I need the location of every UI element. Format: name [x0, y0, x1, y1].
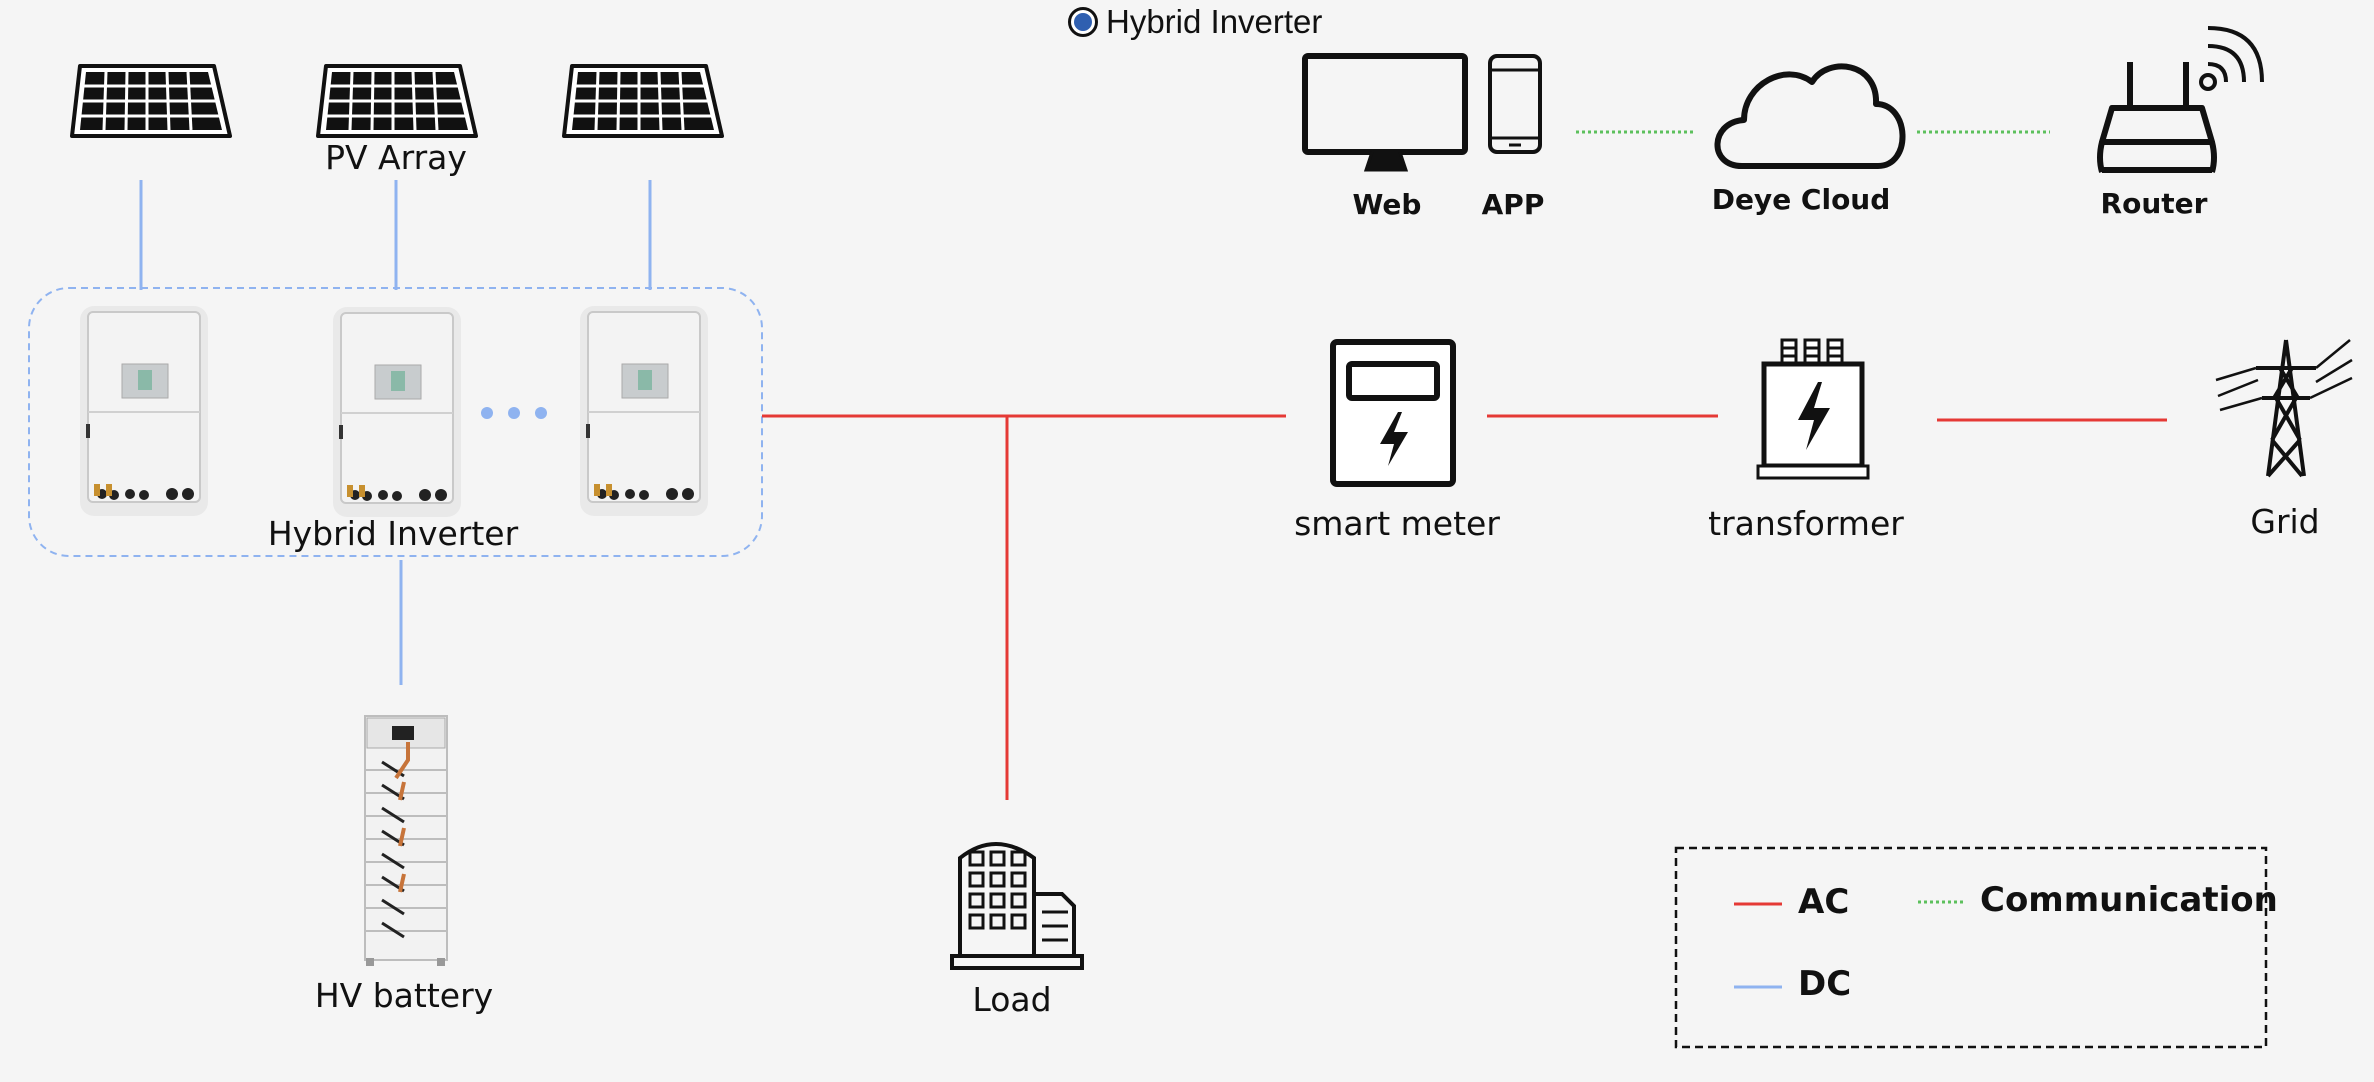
cloud-icon	[1714, 63, 1906, 169]
load-label: Load	[972, 980, 1052, 1019]
ellipsis-icon	[481, 407, 547, 419]
web-label: Web	[1352, 188, 1422, 221]
deye-cloud-label: Deye Cloud	[1711, 183, 1891, 216]
legend-communication-label: Communication	[1980, 880, 2278, 920]
hybrid-inverter-label: Hybrid Inverter	[267, 514, 519, 553]
phone-icon	[1488, 54, 1542, 154]
building-icon	[950, 842, 1084, 970]
hv-battery-label: HV battery	[314, 976, 494, 1015]
smart-meter-label: smart meter	[1294, 504, 1500, 543]
legend-dc-label: DC	[1798, 964, 1852, 1004]
router-label: Router	[2100, 187, 2208, 220]
battery-rack-icon	[364, 715, 448, 966]
app-label: APP	[1481, 188, 1545, 221]
grid-label: Grid	[2250, 502, 2320, 541]
hybrid-inverter-radio[interactable]: Hybrid Inverter	[1068, 2, 1322, 42]
dc-lines	[139, 180, 652, 685]
ac-lines	[762, 414, 2167, 800]
transmission-tower-icon	[2215, 339, 2353, 478]
monitor-icon	[1302, 53, 1468, 172]
legend	[1674, 846, 2268, 1049]
inverter-icon	[579, 305, 709, 517]
legend-ac-label: AC	[1798, 882, 1850, 922]
inverter-group-border	[28, 287, 763, 557]
solar-panel-icon	[562, 64, 724, 138]
inverter-icon	[79, 305, 209, 517]
transformer-icon	[1756, 338, 1870, 480]
router-icon	[2097, 26, 2264, 173]
inverter-icon	[332, 306, 462, 518]
solar-panel-icon	[70, 64, 232, 138]
solar-panel-icon	[316, 64, 478, 138]
radio-label: Hybrid Inverter	[1106, 3, 1323, 40]
pv-array-label: PV Array	[325, 138, 467, 177]
smart-meter-icon	[1330, 339, 1456, 487]
transformer-label: transformer	[1708, 504, 1904, 543]
radio-selected-icon	[1068, 7, 1098, 37]
